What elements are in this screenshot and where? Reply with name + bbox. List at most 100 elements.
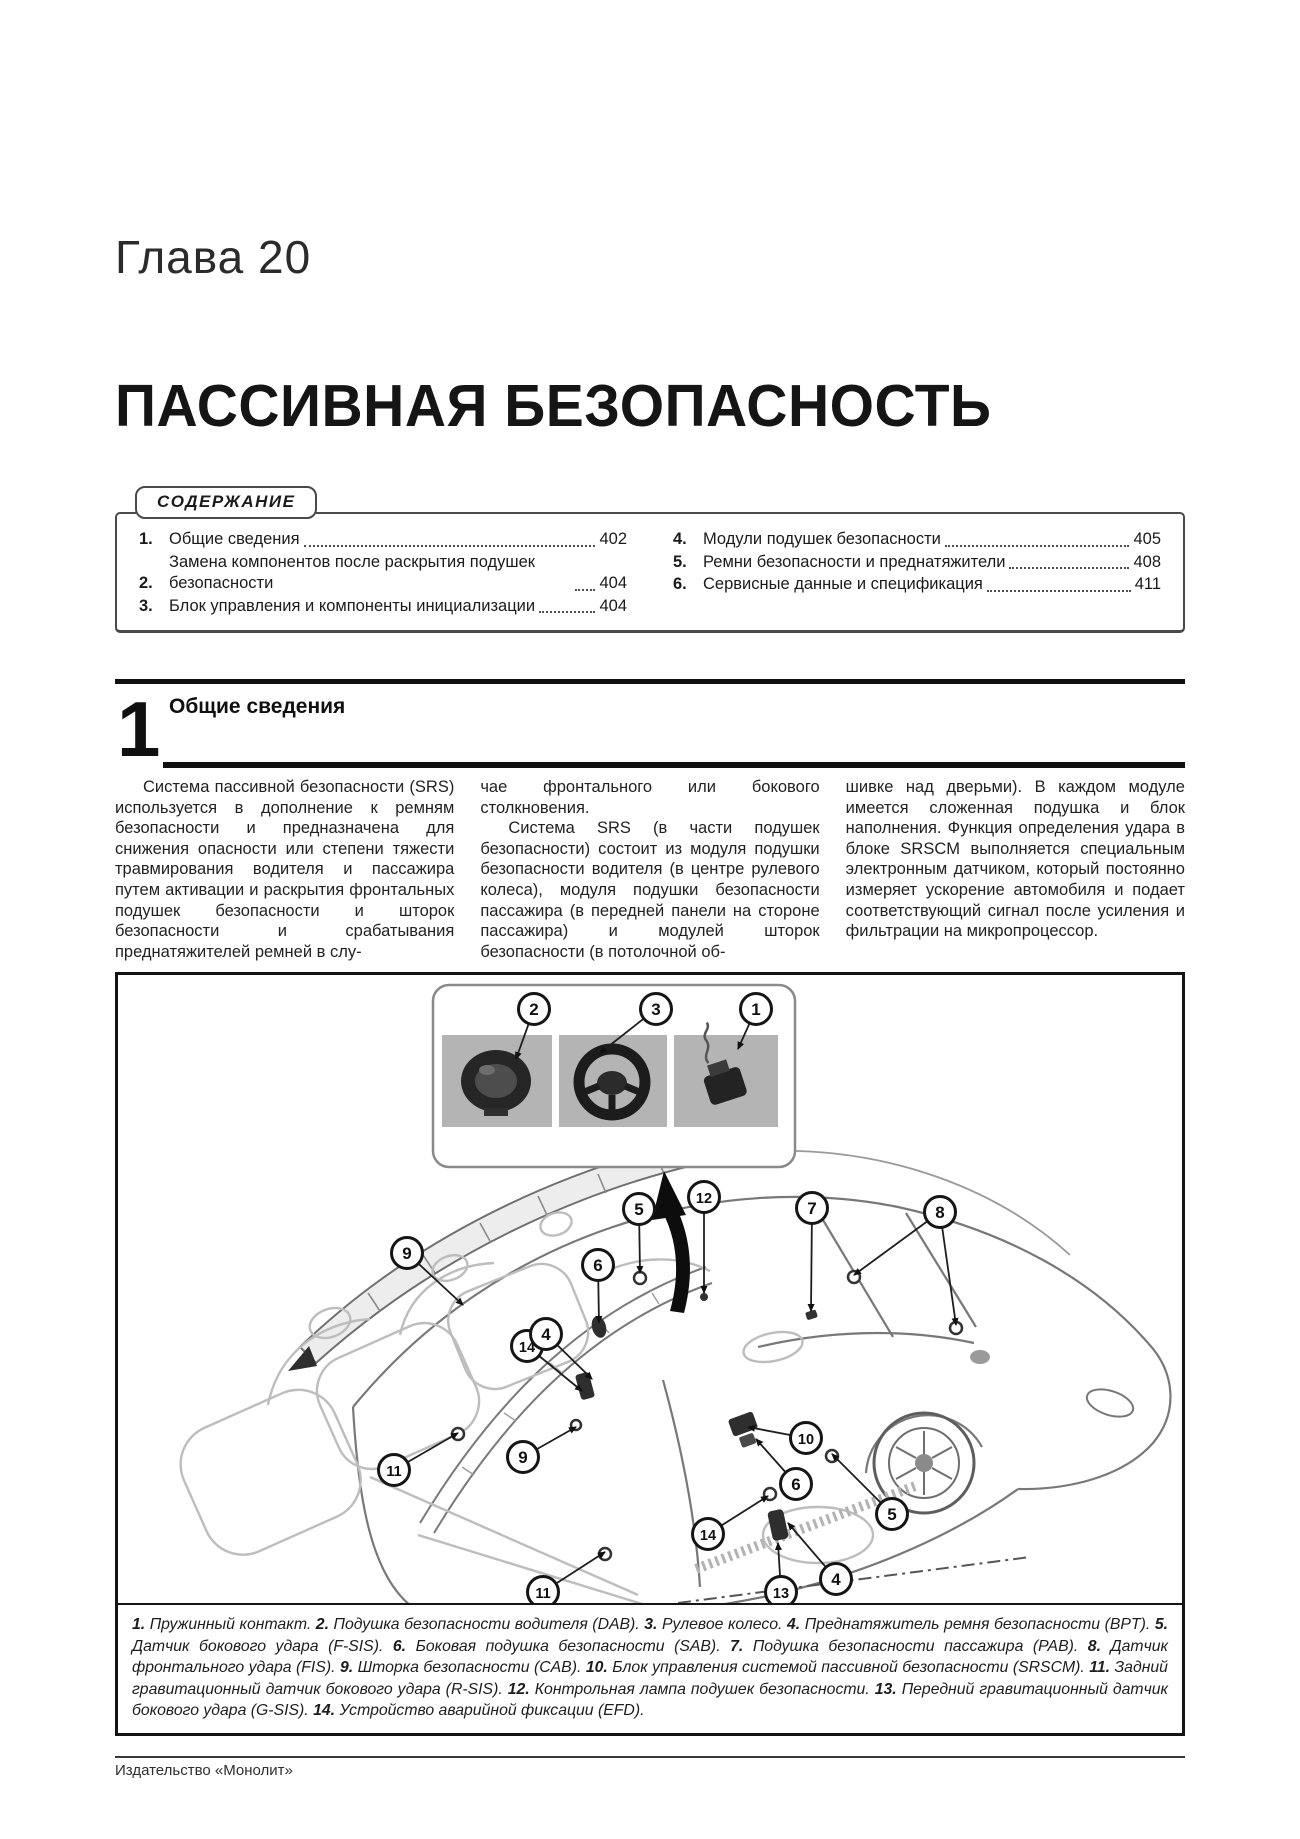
caption-item-text: Датчик фронтального удара (FIS). bbox=[132, 1637, 1169, 1677]
callout-circle bbox=[377, 1453, 411, 1488]
toc-item-number: 3. bbox=[139, 596, 153, 615]
curtain-end-arrow bbox=[288, 1346, 317, 1372]
callout-number: 5 bbox=[887, 1505, 896, 1524]
component-glyphs bbox=[450, 1270, 964, 1562]
body-text-column: Система пассивной безопасности (SRS) исп… bbox=[115, 777, 454, 962]
callout-circle bbox=[923, 1195, 957, 1230]
caption-item-text: Датчик бокового удара (F-SIS). bbox=[132, 1637, 393, 1655]
body-text-column: шивке над дверьми). В каждом модуле имее… bbox=[846, 777, 1185, 962]
callout-circle bbox=[622, 1192, 656, 1227]
toc-item-number: 5. bbox=[673, 552, 687, 571]
section-title: Общие сведения bbox=[169, 695, 346, 718]
steering-wheel-thumb bbox=[573, 1043, 651, 1121]
callout-number: 8 bbox=[935, 1203, 944, 1222]
toc-item-number: 1. bbox=[139, 530, 153, 548]
callout-number: 3 bbox=[651, 1000, 660, 1019]
toc-item-number: 2. bbox=[139, 574, 153, 592]
figure-caption: 1. Пружинный контакт. 2. Подушка безопас… bbox=[118, 1603, 1182, 1733]
callout-number: 4 bbox=[541, 1325, 551, 1344]
callout-number: 7 bbox=[807, 1199, 816, 1218]
caption-item-number: 5. bbox=[1154, 1616, 1168, 1634]
callout-number: 12 bbox=[696, 1191, 712, 1207]
page-content: Глава 20 ПАССИВНАЯ БЕЗОПАСНОСТЬ СОДЕРЖАН… bbox=[115, 0, 1185, 1779]
toc-page-number: 405 bbox=[1133, 530, 1161, 548]
toc-item-number: 6. bbox=[673, 575, 687, 593]
caption-item-number: 3. bbox=[644, 1616, 662, 1634]
toc-page-number: 402 bbox=[599, 530, 627, 548]
chapter-heading: Глава 20 bbox=[115, 231, 312, 283]
callout-circle bbox=[819, 1562, 853, 1597]
toc-item-label: Ремни безопасности и преднатяжители bbox=[703, 552, 1006, 571]
callout-number: 13 bbox=[773, 1586, 789, 1602]
callout-circle bbox=[581, 1248, 615, 1283]
callout-circle bbox=[739, 992, 773, 1027]
toc-dot-leader bbox=[539, 611, 596, 613]
callout-circle bbox=[691, 1517, 725, 1552]
body-text-columns: Система пассивной безопасности (SRS) исп… bbox=[115, 777, 1185, 962]
caption-item-text: Контрольная лампа подушек безопасности. bbox=[534, 1680, 875, 1698]
caption-item-text: Подушка безопасности водителя (DAB). bbox=[333, 1616, 645, 1634]
section-header: 1 Общие сведения bbox=[115, 679, 1185, 775]
toc-page-number: 404 bbox=[599, 596, 627, 615]
callout-number: 4 bbox=[831, 1570, 841, 1589]
callout-circle bbox=[529, 1317, 563, 1352]
callout-circle bbox=[687, 1180, 721, 1215]
publisher-footer: Издательство «Монолит» bbox=[115, 1755, 1185, 1779]
body-paragraph: чае фронтального или бокового столкновен… bbox=[480, 778, 820, 817]
caption-item-text: Подушка безопасности пассажира (PAB). bbox=[752, 1637, 1088, 1655]
caption-item-number: 4. bbox=[787, 1616, 805, 1634]
section-number: 1 bbox=[117, 685, 161, 773]
callout-circle bbox=[795, 1191, 829, 1226]
callout-circle bbox=[779, 1467, 813, 1502]
caption-item-number: 9. bbox=[339, 1659, 358, 1677]
caption-item-number: 14. bbox=[313, 1702, 340, 1720]
callout-number: 10 bbox=[798, 1432, 814, 1448]
caption-item-number: 12. bbox=[507, 1680, 535, 1698]
caption-item-text: Пружинный контакт. bbox=[149, 1616, 316, 1634]
caption-item-text: Передний гравитационный датчик бокового … bbox=[132, 1680, 1168, 1720]
caption-item-text: Устройство аварийной фиксации (EFD). bbox=[339, 1702, 645, 1720]
callout-number: 2 bbox=[529, 1000, 538, 1019]
callout-number: 14 bbox=[519, 1340, 535, 1356]
caption-item-number: 13. bbox=[874, 1680, 902, 1698]
driver-airbag-thumb bbox=[461, 1050, 531, 1117]
toc-page-number: 411 bbox=[1134, 575, 1161, 593]
callout-circle bbox=[517, 992, 551, 1027]
caption-item-text: Преднатяжитель ремня безопасности (BPT). bbox=[804, 1616, 1155, 1634]
callout-circle bbox=[506, 1440, 540, 1475]
callout-number: 9 bbox=[402, 1244, 411, 1263]
callout-number: 11 bbox=[535, 1586, 550, 1602]
front-wheel bbox=[872, 1411, 976, 1515]
callout-circle bbox=[390, 1236, 424, 1271]
toc-item-number: 4. bbox=[673, 530, 687, 548]
callout-number: 11 bbox=[386, 1464, 401, 1480]
callout-number: 5 bbox=[634, 1200, 643, 1219]
clock-spring-thumb bbox=[703, 1022, 747, 1106]
section-rule-top bbox=[115, 679, 1185, 684]
toc-label: СОДЕРЖАНИЕ bbox=[135, 486, 318, 519]
section-title-row: 1 Общие сведения bbox=[115, 689, 1185, 775]
body-paragraph: Система SRS (в части подушек безопасност… bbox=[480, 819, 820, 961]
page-title: ПАССИВНАЯ БЕЗОПАСНОСТЬ bbox=[115, 373, 992, 440]
zoom-arrow bbox=[652, 1171, 690, 1314]
toc-dot-leader bbox=[944, 544, 1130, 547]
body-paragraph: Система пассивной безопасности (SRS) исп… bbox=[115, 778, 455, 961]
callout-circle bbox=[639, 992, 673, 1027]
toc-dot-leader bbox=[986, 589, 1131, 592]
caption-item-text: Задний гравитационный датчик бокового уд… bbox=[132, 1659, 1168, 1698]
toc-item-label: Замена компонентов после раскрытия подуш… bbox=[169, 552, 536, 593]
caption-item-text: Рулевое колесо. bbox=[661, 1616, 787, 1634]
toc-item: 3.Блок управления и компоненты инициализ… bbox=[139, 596, 627, 618]
caption-item-number: 7. bbox=[730, 1637, 753, 1655]
callout-number: 14 bbox=[700, 1528, 716, 1544]
toc-dot-leader bbox=[575, 588, 596, 591]
caption-item-number: 1. bbox=[132, 1616, 150, 1634]
